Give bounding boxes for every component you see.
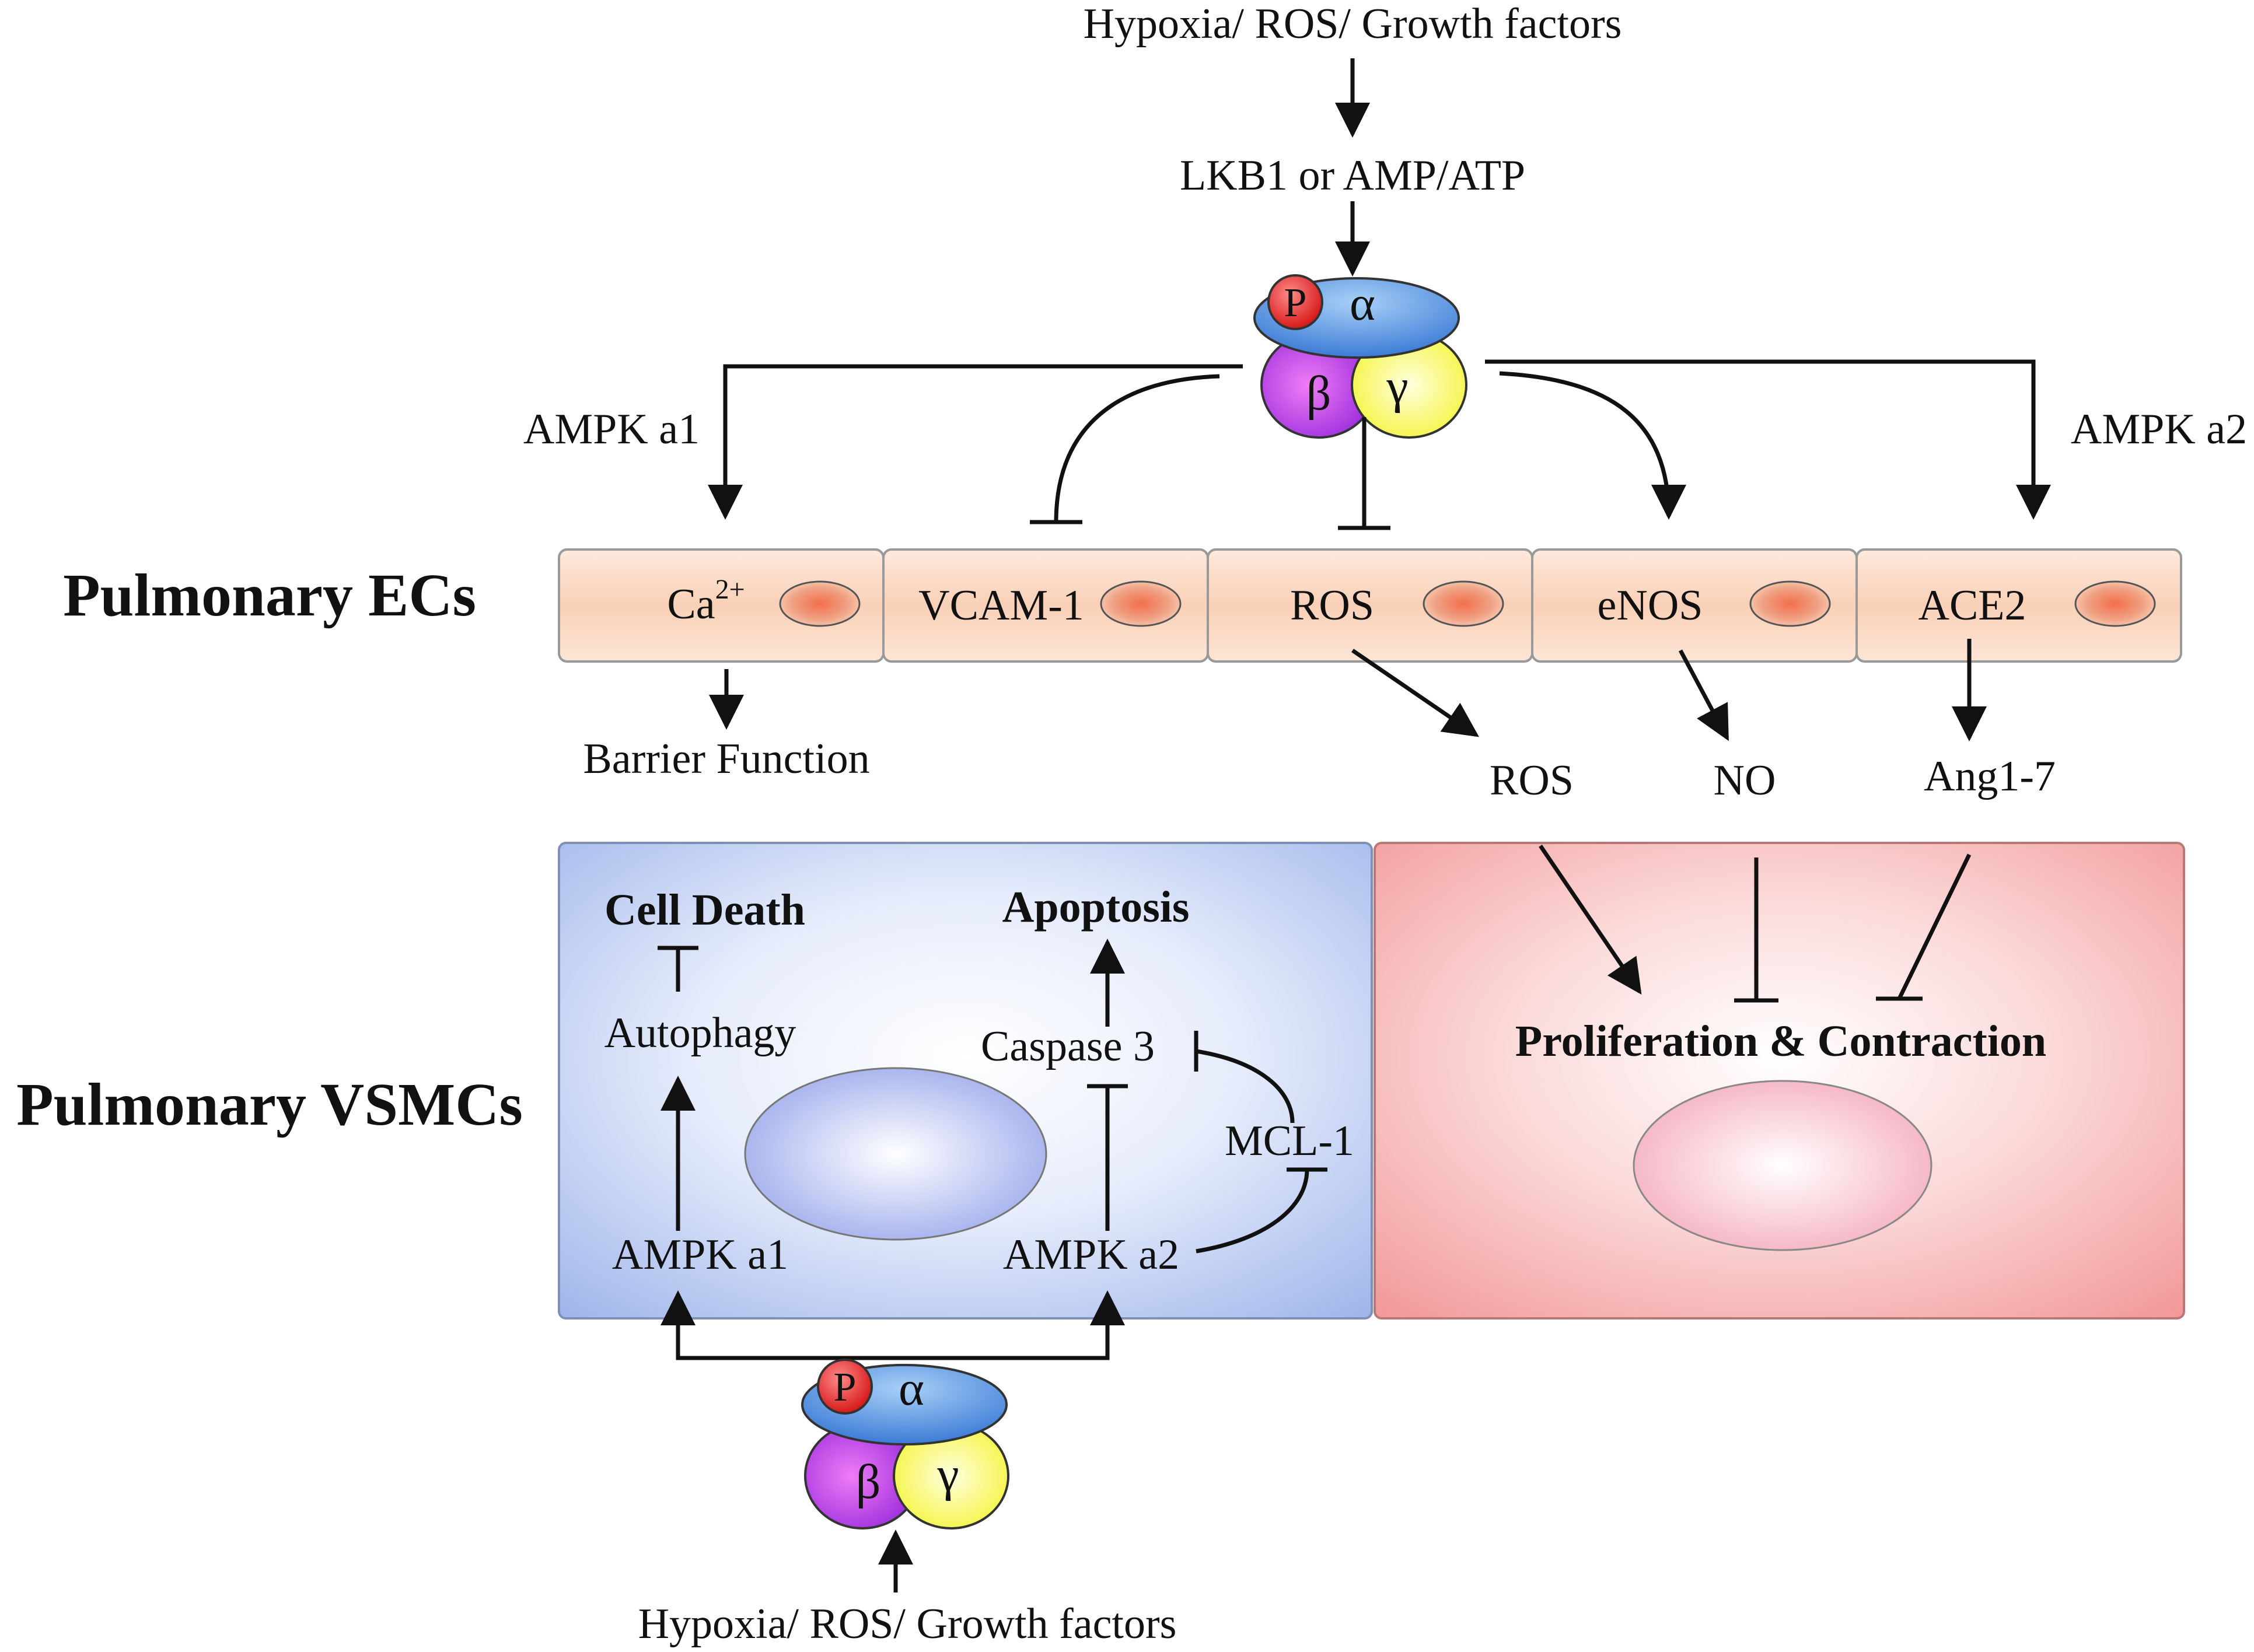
vsmc-blue-nucleus bbox=[744, 1067, 1047, 1241]
top-alpha-label: α bbox=[1350, 276, 1375, 331]
ec-cell-ace2 bbox=[1855, 548, 2182, 663]
autophagy-label: Autophagy bbox=[604, 1009, 796, 1057]
ampk-a2-branch-label: AMPK a2 bbox=[2071, 405, 2247, 453]
ros-output-arrow bbox=[1351, 649, 1479, 737]
ec-nucleus-4 bbox=[1749, 580, 1831, 627]
bottom-ampk-to-a1-arrow bbox=[661, 1290, 904, 1360]
vsmc-red-nucleus bbox=[1633, 1080, 1933, 1251]
top-stimulus-label: Hypoxia/ ROS/ Growth factors bbox=[1084, 0, 1622, 48]
ampk-inhibits-vcam-line bbox=[1054, 374, 1220, 523]
vsmcs-section-title: Pulmonary VSMCs bbox=[16, 1071, 523, 1138]
ampk-a1-to-ca-arrow bbox=[708, 364, 1243, 520]
ampk-a2-to-ace2-arrow bbox=[1485, 359, 2051, 520]
upstream-label: LKB1 or AMP/ATP bbox=[1180, 152, 1525, 200]
ampk-a2-to-mcl1-line bbox=[1196, 1169, 1309, 1254]
bottom-phospho-marker bbox=[817, 1359, 873, 1415]
ec-cell-row: Ca2+ VCAM-1 ROS eNOS ACE2 bbox=[558, 548, 2182, 663]
ec-label-ace2: ACE2 bbox=[1918, 582, 2026, 629]
ec-nucleus-5 bbox=[2074, 580, 2156, 627]
bottom-alpha-label: α bbox=[899, 1362, 924, 1416]
proliferation-label: Proliferation & Contraction bbox=[1515, 1017, 2046, 1066]
ec-nucleus-3 bbox=[1423, 580, 1504, 627]
barrier-function-label: Barrier Function bbox=[583, 735, 869, 783]
enos-to-no-arrow bbox=[1678, 649, 1729, 741]
cell-death-label: Cell Death bbox=[604, 886, 805, 935]
ec-label-ca-main: Ca bbox=[667, 580, 715, 628]
ampk-a1-branch-label: AMPK a1 bbox=[523, 405, 700, 453]
no-output-label: NO bbox=[1714, 757, 1776, 804]
ec-label-ca-sup: 2+ bbox=[715, 574, 745, 605]
vsmc-ampk-a1-label: AMPK a1 bbox=[612, 1231, 788, 1279]
top-beta-label: β bbox=[1306, 366, 1332, 421]
bottom-beta-label: β bbox=[856, 1455, 881, 1509]
bottom-ampk-to-a2-arrow bbox=[904, 1290, 1125, 1360]
mcl1-to-caspase-line bbox=[1196, 1049, 1295, 1124]
ec-label-ros: ROS bbox=[1290, 582, 1374, 629]
ec-label-enos: eNOS bbox=[1598, 582, 1703, 629]
ec-label-vcam: VCAM-1 bbox=[918, 582, 1084, 629]
top-gamma-label: γ bbox=[1386, 359, 1408, 414]
bottom-phospho-label: P bbox=[834, 1365, 857, 1410]
ec-nucleus-2 bbox=[1100, 580, 1182, 627]
top-phospho-label: P bbox=[1284, 281, 1307, 326]
ec-label-ca: Ca2+ bbox=[667, 574, 745, 628]
apoptosis-label: Apoptosis bbox=[1002, 883, 1190, 932]
ec-nucleus-1 bbox=[779, 580, 861, 627]
ang-inhibits-proliferation-line bbox=[1897, 853, 1972, 1000]
ecs-section-title: Pulmonary ECs bbox=[63, 562, 476, 629]
bottom-gamma-label: γ bbox=[936, 1447, 959, 1502]
ros-output-label: ROS bbox=[1490, 757, 1574, 804]
ros-to-proliferation-arrow bbox=[1539, 845, 1642, 995]
vsmc-ampk-a2-label: AMPK a2 bbox=[1003, 1231, 1179, 1279]
mcl1-label: MCL-1 bbox=[1225, 1117, 1354, 1165]
bottom-ampk-complex: P α β γ bbox=[801, 1359, 1009, 1530]
caspase-label: Caspase 3 bbox=[981, 1023, 1155, 1070]
top-ampk-complex: P α β γ bbox=[1253, 274, 1467, 439]
top-phospho-marker bbox=[1267, 274, 1323, 330]
ang-output-label: Ang1-7 bbox=[1924, 752, 2056, 800]
bottom-stimulus-label: Hypoxia/ ROS/ Growth factors bbox=[638, 1600, 1177, 1648]
ampk-to-enos-arrow bbox=[1499, 371, 1686, 520]
